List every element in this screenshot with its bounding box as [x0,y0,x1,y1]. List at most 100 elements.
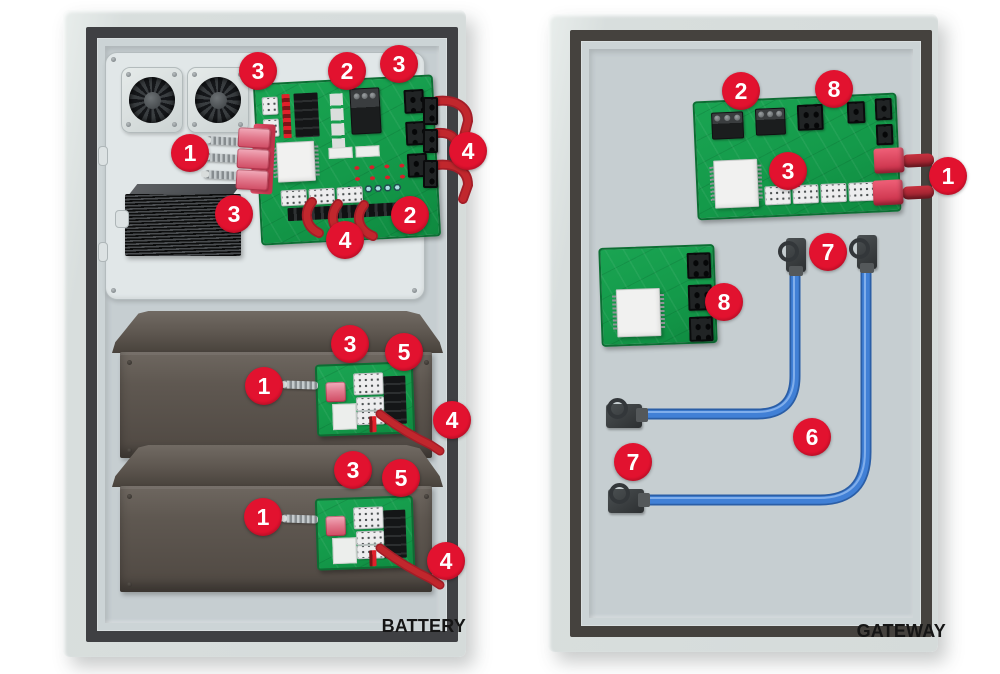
terminal-block [349,87,382,135]
callout-badge: 8 [705,283,743,321]
battery-pcb-1 [314,361,416,437]
callout-badge: 2 [328,52,366,90]
callout-badge: 6 [793,418,831,456]
fan-screw [238,122,243,127]
callout-badge: 2 [391,196,429,234]
red-cable-connector [423,129,438,153]
cable-connector-snout [638,493,650,507]
fan-screw [126,72,131,77]
white-connector [280,189,308,207]
power-pin [200,170,239,180]
white-connector [261,96,279,116]
power-pin [202,136,241,146]
callout-badge: 3 [334,451,372,489]
heatsink-tab [115,210,129,228]
terminal-screw [766,111,774,118]
pink-power-connector [236,148,270,170]
terminal-block [711,111,745,140]
fan-hub [210,92,227,109]
module-screw [127,582,132,587]
plate-screw [111,288,116,293]
plate-tab [98,146,108,166]
fan-screw [126,122,131,127]
red-cable-connector [423,160,438,188]
pink-power-connector [325,381,347,403]
callout-badge: 5 [385,333,423,371]
fan-screw [172,122,177,127]
white-connector [353,372,384,396]
white-connector [308,187,336,206]
cable-connector-snout [860,263,874,273]
callout-badge: 3 [769,152,807,190]
cable-connector-ring [778,241,799,262]
ic-bank [293,92,320,138]
status-leds [349,159,409,183]
callout-badge: 1 [929,157,967,195]
red-power-connector [873,147,905,174]
power-pin [201,153,240,163]
red-cable-connector [423,97,438,125]
terminal-screw [369,92,376,99]
chip-pins [611,295,618,332]
white-connector [820,182,848,203]
battery-pcb-2 [314,495,416,571]
battery-power-pin [278,380,319,390]
pcb-label [328,146,353,159]
callout-badge: 4 [433,401,471,439]
callout-badge: 5 [382,459,420,497]
terminal-screw [724,114,731,122]
black-connector [383,509,407,559]
pcb-chip [611,287,666,338]
white-box [332,537,358,565]
white-connector [848,181,875,202]
black-connector [796,103,824,131]
chip-pins [709,166,715,203]
fan-screw [192,122,197,127]
plate-tab [98,242,108,262]
black-connector [846,100,866,124]
white-connector [355,530,385,546]
callout-badge: 7 [809,233,847,271]
module-screw [127,360,132,365]
plate-screw [412,288,417,293]
cable-connector-ring [607,398,628,419]
callout-badge: 2 [722,72,760,110]
battery-label: BATTERY [381,616,466,636]
callout-badge: 4 [326,221,364,259]
callout-badge: 4 [427,542,465,580]
module-screw [424,360,429,365]
fan-screw [192,72,197,77]
black-connector [874,97,893,121]
fan-screw [172,72,177,77]
battery-power-pin [278,514,319,524]
callout-badge: 3 [215,195,253,233]
callout-badge: 1 [171,134,209,172]
cable-connector-snout [789,266,803,276]
pink-power-connector [237,127,271,149]
module-screw [127,494,132,499]
gateway-aux-pcb [598,244,718,347]
cooling-fan-2 [187,67,249,133]
callout-badge: 7 [614,443,652,481]
callout-badge: 3 [331,325,369,363]
terminal-screw [361,92,368,100]
callout-badge: 8 [815,70,853,108]
white-connector [355,396,385,412]
power-cylinder [901,185,935,200]
gateway-label: GATEWAY [856,621,946,641]
module-screw [424,494,429,499]
module-screw [127,448,132,453]
callout-badge: 1 [244,498,282,536]
black-connector [875,123,894,146]
terminal-screw [758,111,765,118]
black-connector [686,252,712,279]
red-led [369,550,377,567]
callout-badge: 3 [239,52,277,90]
black-connector [383,375,407,425]
fan-hub [144,92,161,109]
black-connector [688,316,714,342]
red-led [369,416,377,433]
callout-badge: 1 [245,367,283,405]
cable-connector-ring [849,238,870,259]
